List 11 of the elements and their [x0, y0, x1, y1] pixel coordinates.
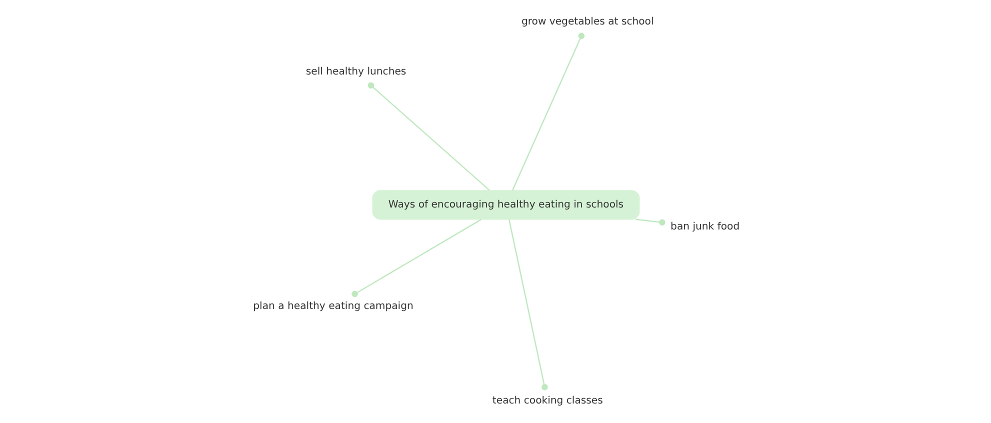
- connector: [367, 82, 490, 191]
- node-text: sell healthy lunches: [305, 66, 406, 78]
- node-text: ban junk food: [670, 222, 740, 233]
- connector: [508, 219, 548, 390]
- node-box: Ways of encouraging healthy eating in schools: [372, 190, 640, 220]
- connector: [351, 218, 482, 298]
- connector: [634, 218, 665, 226]
- node-text: plan a healthy eating campaign: [252, 301, 413, 312]
- connector: [511, 32, 584, 190]
- node-text: teach cooking classes: [492, 395, 602, 406]
- node-text: grow vegetables at school: [520, 16, 654, 28]
